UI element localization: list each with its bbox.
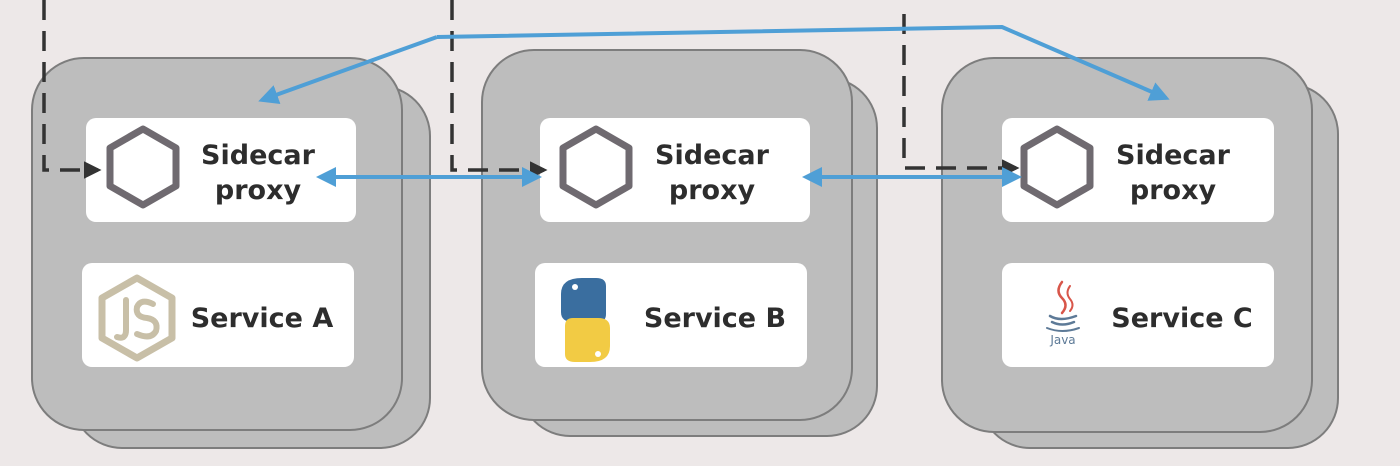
- service-label: Service A: [191, 303, 334, 334]
- hexagon-icon: [559, 125, 633, 209]
- python-icon: [561, 278, 610, 362]
- sidecar-label-line1: Sidecar: [201, 140, 316, 171]
- sidecar-label-line2: proxy: [215, 175, 302, 206]
- pod-a: Sidecar proxy Service A: [31, 57, 431, 449]
- hexagon-icon: [106, 125, 180, 209]
- data-plane-arrows: [258, 25, 1170, 187]
- java-icon: Java: [1046, 280, 1080, 347]
- service-label: Service B: [644, 303, 786, 334]
- sidecar-label-line1: Sidecar: [655, 140, 770, 171]
- sidecar-label-line1: Sidecar: [1116, 140, 1231, 171]
- dashed-arrow-to-sidecar-a: [42, 0, 102, 179]
- blue-arrow-top-route: [436, 25, 1170, 101]
- service-label: Service C: [1111, 303, 1252, 334]
- sidecar-label-line2: proxy: [1130, 175, 1217, 206]
- hexagon-icon: [1020, 125, 1094, 209]
- pod-c-body: [941, 57, 1313, 433]
- pod-a-body: [31, 57, 403, 431]
- sidecar-label-line2: proxy: [669, 175, 756, 206]
- pod-b: Sidecar proxy Service B: [481, 49, 878, 437]
- nodejs-icon: [98, 274, 176, 362]
- blue-arrow-to-pod-a: [258, 35, 438, 104]
- pod-c-service-card: [1002, 263, 1274, 367]
- pod-c: Sidecar proxy Java Service C: [941, 57, 1339, 449]
- java-logo-text: Java: [1049, 333, 1075, 347]
